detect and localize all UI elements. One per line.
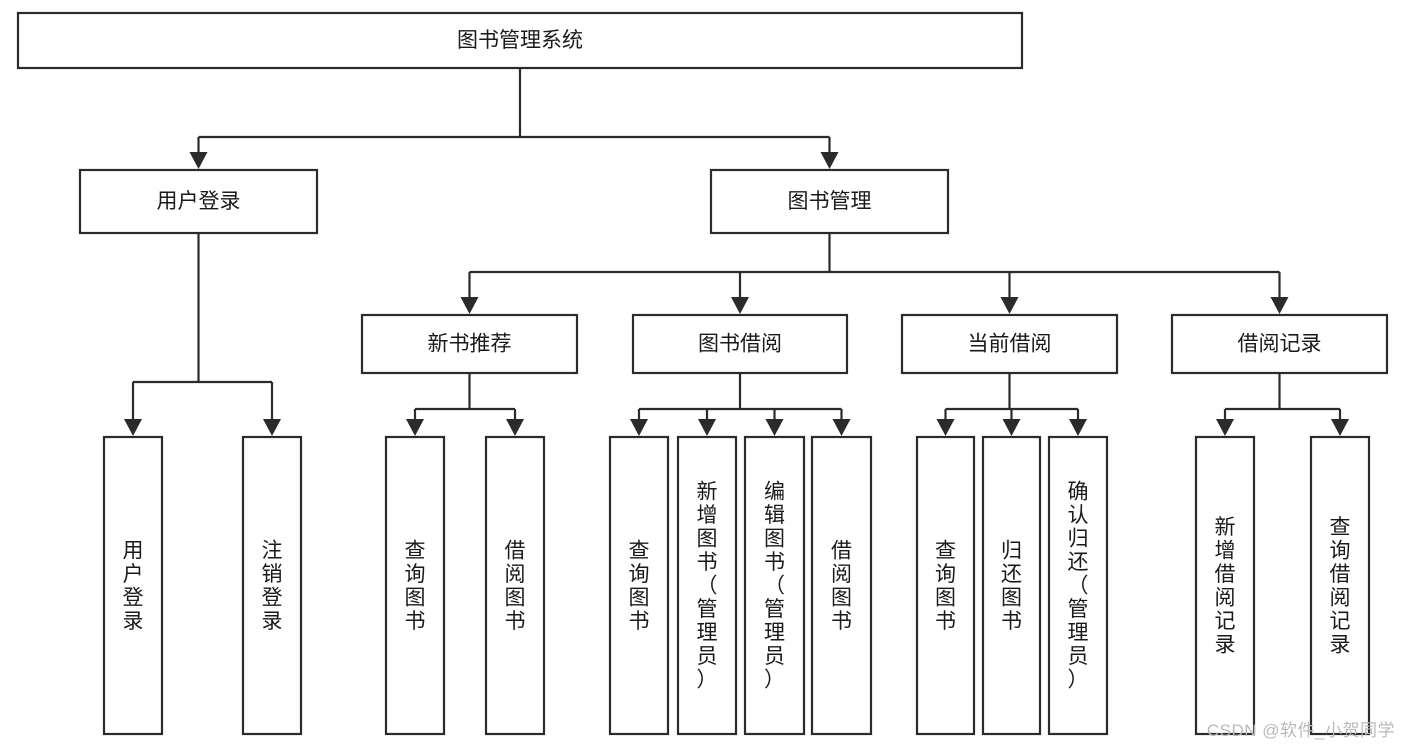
arrow-head-icon [189, 152, 208, 169]
leaf-node-box[interactable] [810, 435, 873, 736]
leaf-node-box[interactable] [608, 435, 670, 736]
arrow-head-icon [1000, 297, 1019, 314]
leaf-node-box[interactable] [1047, 435, 1109, 736]
leaf-node-label: 注销登录 [262, 539, 283, 633]
arrow-head-icon [124, 419, 142, 436]
level2-node-1[interactable]: 用户登录 [78, 168, 319, 235]
level3-node-4[interactable]: 借阅记录 [1170, 313, 1389, 375]
leaf-node-box[interactable] [241, 435, 303, 736]
level3-node-box[interactable] [360, 313, 579, 375]
leaf-node-1[interactable]: 用户登录 [102, 435, 164, 736]
leaf-node-label: 查询借阅记录 [1330, 516, 1351, 657]
level2-node-label: 用户登录 [157, 190, 241, 213]
leaf-node-8[interactable]: 借阅图书 [810, 435, 873, 736]
arrow-head-icon [765, 419, 784, 436]
leaf-node-box[interactable] [981, 435, 1042, 736]
root-node-label: 图书管理系统 [457, 29, 583, 52]
leaf-node-label: 查询图书 [629, 539, 650, 633]
leaf-node-box[interactable] [484, 435, 546, 736]
nodes-layer: 图书管理系统用户登录图书管理新书推荐图书借阅当前借阅借阅记录用户登录注销登录查询… [16, 11, 1389, 736]
edge-group-user-login [124, 233, 281, 436]
level2-node-box[interactable] [709, 168, 950, 235]
level3-node-box[interactable] [631, 313, 849, 375]
leaf-node-label: 确认归还（管理员） [1068, 481, 1089, 692]
leaf-node-box[interactable] [915, 435, 976, 736]
arrow-head-icon [820, 152, 839, 169]
leaf-node-label: 归还图书 [1001, 539, 1022, 633]
leaf-node-label: 借阅图书 [831, 539, 852, 633]
arrow-head-icon [936, 419, 955, 436]
leaf-node-11[interactable]: 确认归还（管理员） [1047, 435, 1109, 736]
leaf-node-box[interactable] [384, 435, 446, 736]
arrow-head-icon [698, 419, 716, 436]
leaf-node-box[interactable] [1194, 435, 1256, 736]
arrow-head-icon [832, 419, 851, 436]
level2-node-box[interactable] [78, 168, 319, 235]
leaf-node-3[interactable]: 查询图书 [384, 435, 446, 736]
edge-group-current-borrow [936, 373, 1087, 436]
level3-node-box[interactable] [1170, 313, 1389, 375]
leaf-node-label: 用户登录 [123, 539, 144, 633]
arrow-head-icon [460, 297, 479, 314]
level3-node-label: 借阅记录 [1238, 333, 1322, 356]
arrow-head-icon [630, 419, 648, 436]
root-node-box[interactable] [16, 11, 1024, 70]
arrow-head-icon [1069, 419, 1087, 436]
leaf-node-13[interactable]: 查询借阅记录 [1309, 435, 1371, 736]
leaf-node-label: 查询图书 [405, 539, 426, 633]
leaf-node-2[interactable]: 注销登录 [241, 435, 303, 736]
arrow-head-icon [1216, 419, 1234, 436]
leaf-node-9[interactable]: 查询图书 [915, 435, 976, 736]
leaf-node-7[interactable]: 编辑图书（管理员） [743, 435, 806, 736]
level3-node-label: 新书推荐 [428, 333, 512, 356]
leaf-node-5[interactable]: 查询图书 [608, 435, 670, 736]
root-node-1[interactable]: 图书管理系统 [16, 11, 1024, 70]
arrow-head-icon [263, 419, 281, 436]
leaf-node-label: 查询图书 [935, 539, 956, 633]
leaf-node-box[interactable] [102, 435, 164, 736]
arrow-head-icon [1331, 419, 1349, 436]
level3-node-label: 当前借阅 [968, 333, 1052, 356]
level2-node-2[interactable]: 图书管理 [709, 168, 950, 235]
csdn-watermark: CSDN @软件_小贺同学 [1206, 721, 1395, 740]
level2-node-label: 图书管理 [788, 190, 872, 213]
edge-group-root [189, 68, 839, 169]
leaf-node-label: 借阅图书 [505, 539, 526, 633]
level3-node-2[interactable]: 图书借阅 [631, 313, 849, 375]
arrow-head-icon [1002, 419, 1021, 436]
level3-node-3[interactable]: 当前借阅 [900, 313, 1119, 375]
arrow-head-icon [731, 297, 749, 314]
leaf-node-box[interactable] [743, 435, 806, 736]
edge-group-borrow-record [1216, 373, 1349, 436]
connectors-layer [124, 68, 1349, 436]
leaf-node-label: 编辑图书（管理员） [764, 481, 785, 692]
arrow-head-icon [406, 419, 424, 436]
leaf-node-4[interactable]: 借阅图书 [484, 435, 546, 736]
edge-group-new-book-recommend [406, 373, 524, 436]
edge-group-book-borrow [630, 373, 851, 436]
arrow-head-icon [1270, 297, 1289, 314]
edge-group-book-management [460, 233, 1289, 314]
leaf-node-12[interactable]: 新增借阅记录 [1194, 435, 1256, 736]
leaf-node-label: 新增借阅记录 [1215, 516, 1236, 657]
level3-node-box[interactable] [900, 313, 1119, 375]
leaf-node-10[interactable]: 归还图书 [981, 435, 1042, 736]
leaf-node-6[interactable]: 新增图书（管理员） [676, 435, 738, 736]
leaf-node-box[interactable] [1309, 435, 1371, 736]
level3-node-1[interactable]: 新书推荐 [360, 313, 579, 375]
level3-node-label: 图书借阅 [698, 333, 782, 356]
leaf-node-box[interactable] [676, 435, 738, 736]
arrow-head-icon [506, 419, 524, 436]
leaf-node-label: 新增图书（管理员） [697, 481, 718, 692]
